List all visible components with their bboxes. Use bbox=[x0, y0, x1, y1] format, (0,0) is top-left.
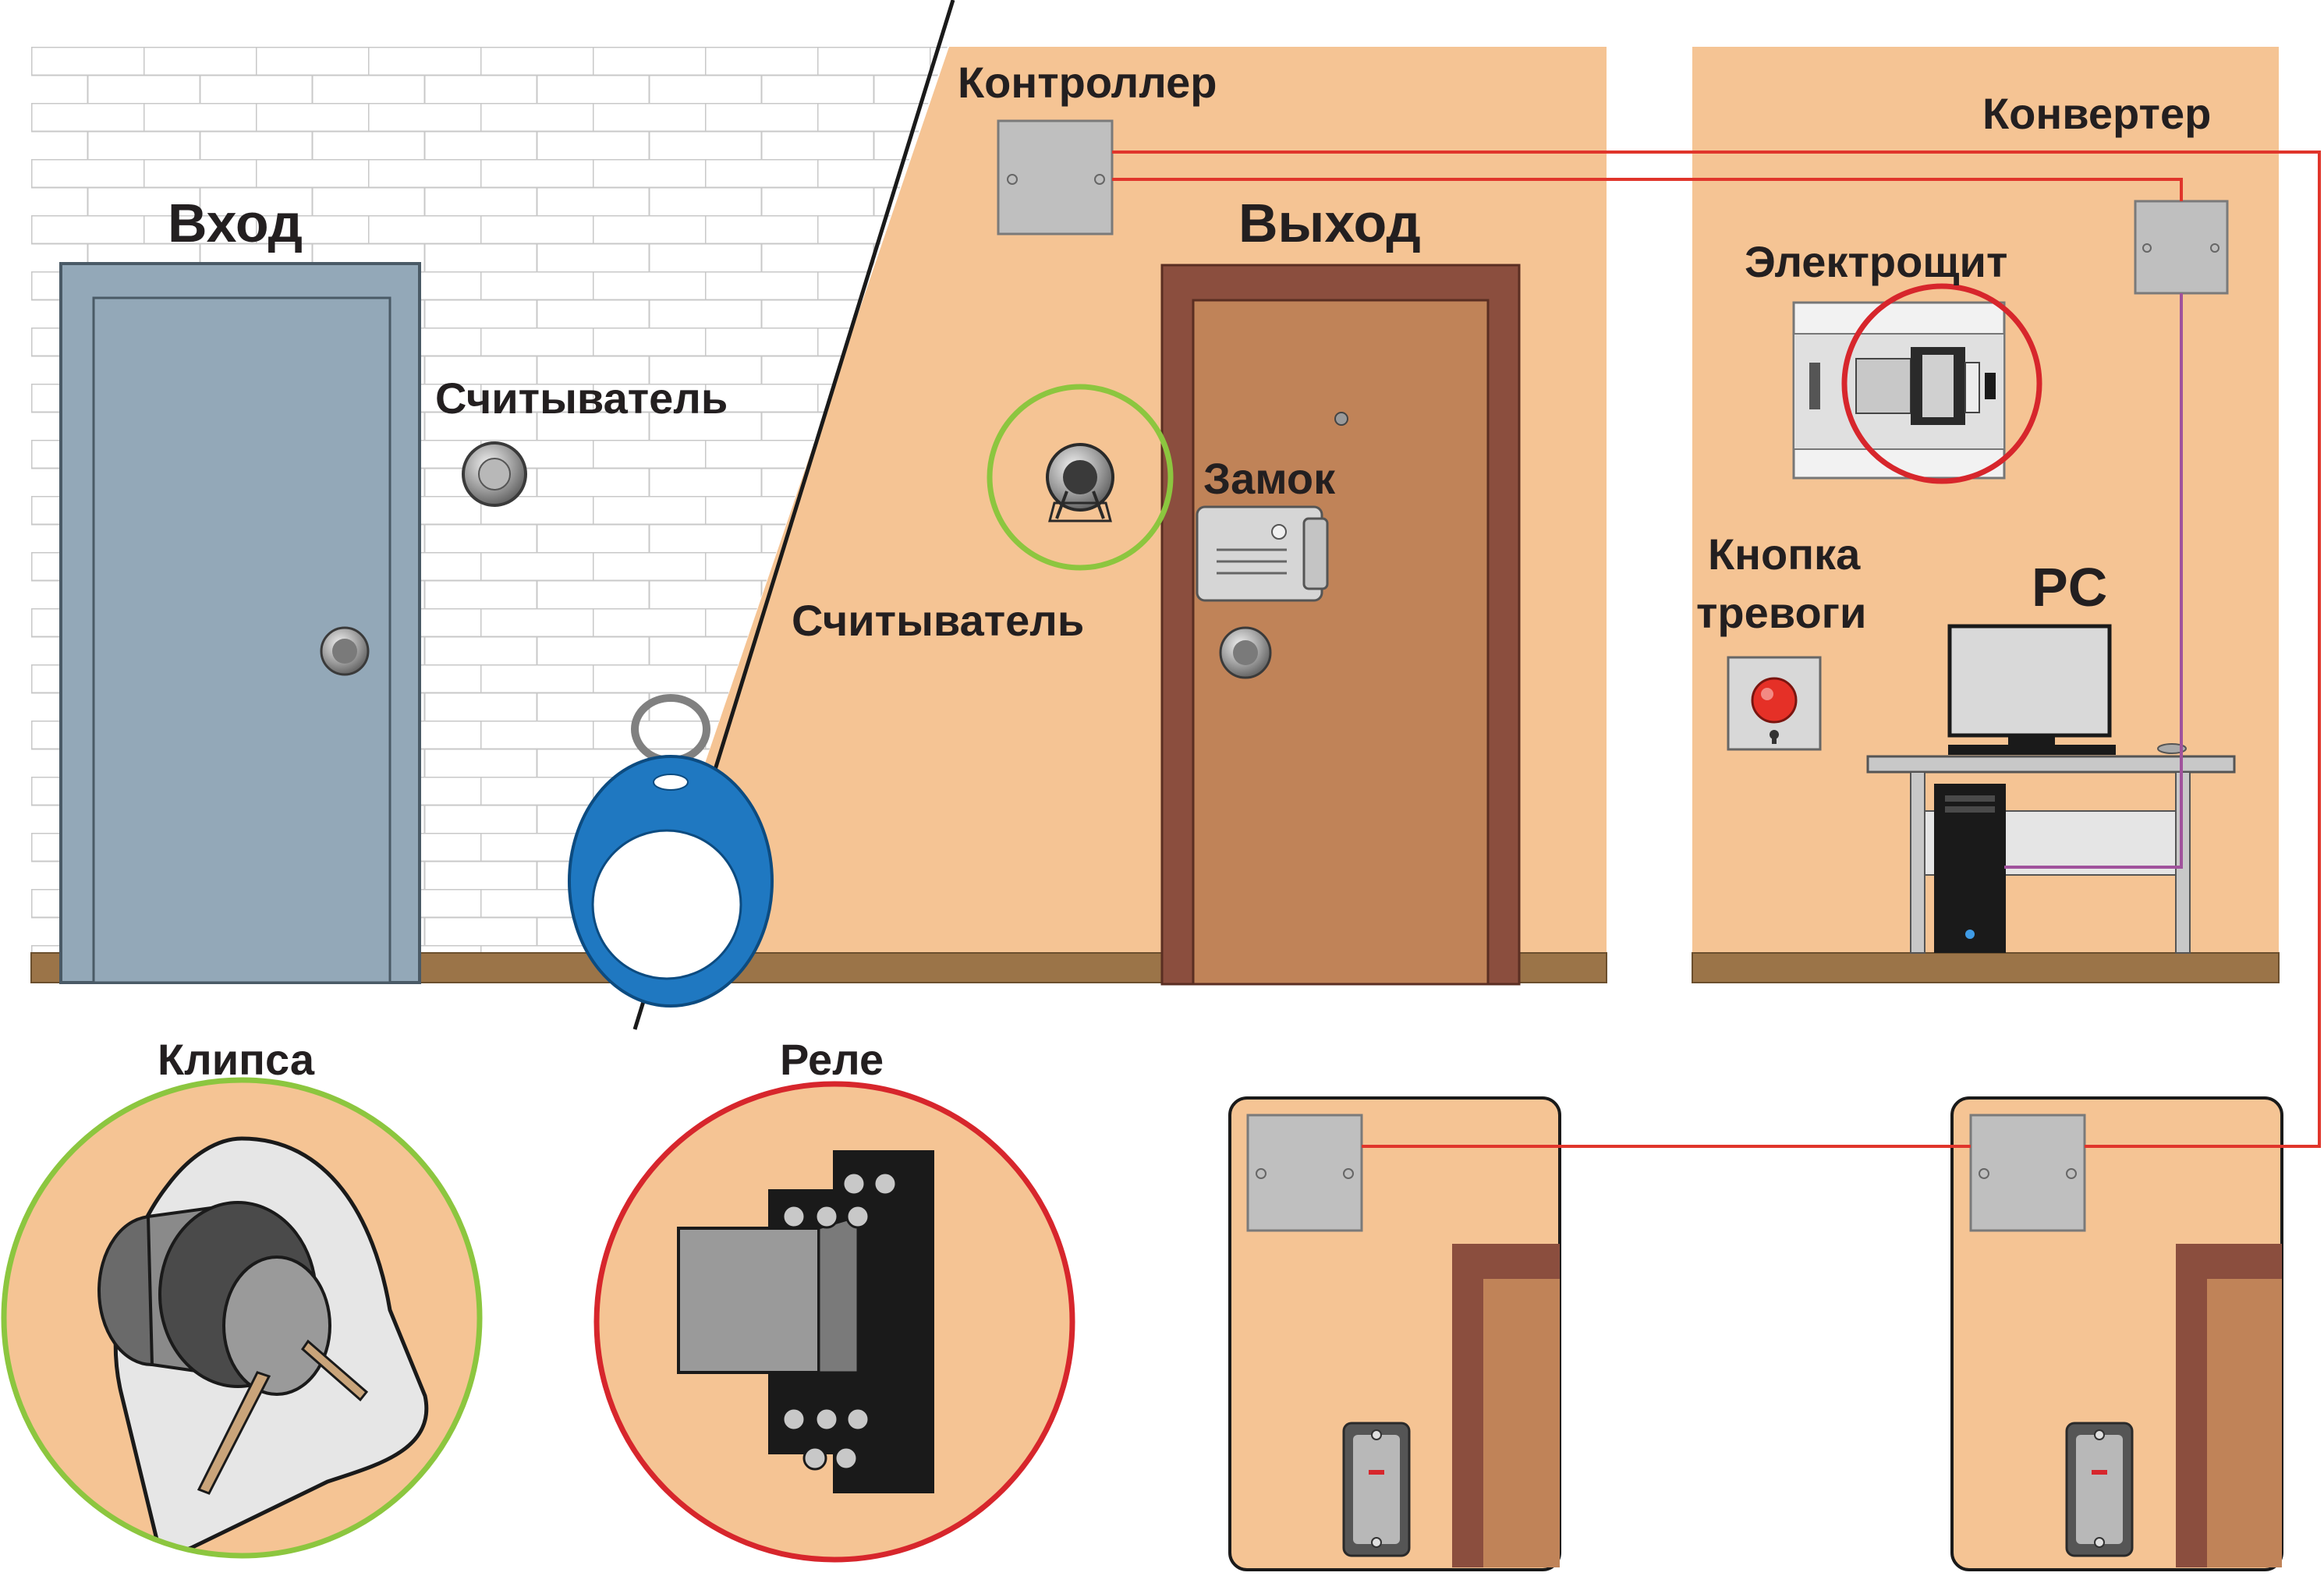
clip-highlight bbox=[1, 1077, 483, 1559]
label-alarm-line2: тревоги bbox=[1696, 588, 1866, 637]
alarm-button bbox=[1727, 656, 1822, 751]
wires bbox=[1112, 151, 2321, 1148]
relay-detail bbox=[593, 1081, 1075, 1563]
label-panel: Электрощит bbox=[1745, 237, 2007, 286]
relay-detail-highlight bbox=[593, 1081, 1075, 1563]
label-alarm-line1: Кнопка bbox=[1708, 529, 1861, 579]
label-lock: Замок bbox=[1203, 454, 1336, 503]
label-converter: Конвертер bbox=[1982, 89, 2211, 138]
label-clip: Клипса bbox=[158, 1035, 315, 1084]
label-reader-exit: Считыватель bbox=[792, 596, 1084, 645]
relay-highlight bbox=[1841, 283, 2042, 484]
key-fob bbox=[568, 694, 774, 1008]
wire-converter-pc bbox=[2004, 293, 2183, 869]
controller-box bbox=[997, 119, 1114, 236]
label-reader-entrance: Считыватель bbox=[435, 374, 728, 423]
label-exit: Выход bbox=[1238, 193, 1421, 253]
door-panel-2 bbox=[1950, 1096, 2283, 1571]
entrance-reader bbox=[462, 441, 527, 507]
exit-reader-highlight bbox=[987, 384, 1174, 571]
lock bbox=[1196, 505, 1329, 602]
pc-workstation bbox=[1866, 624, 2236, 954]
label-relay: Реле bbox=[780, 1035, 884, 1084]
labels: Вход Считыватель Контроллер Выход Считыв… bbox=[158, 58, 2211, 1084]
electrical-panel bbox=[1792, 301, 2006, 480]
label-entrance: Вход bbox=[168, 193, 303, 253]
exit-reader bbox=[1046, 443, 1114, 522]
entrance-door bbox=[59, 262, 421, 984]
relay-screws bbox=[781, 1171, 898, 1471]
clip-detail bbox=[1, 1077, 483, 1559]
wire-bus-line bbox=[1112, 151, 2321, 1148]
label-controller: Контроллер bbox=[958, 58, 1217, 107]
label-pc: PC bbox=[2032, 557, 2107, 618]
wire-controller-converter bbox=[1112, 178, 2183, 201]
converter-box bbox=[2134, 200, 2229, 295]
door-panel-1 bbox=[1228, 1096, 1561, 1571]
exit-door bbox=[1160, 264, 1521, 986]
